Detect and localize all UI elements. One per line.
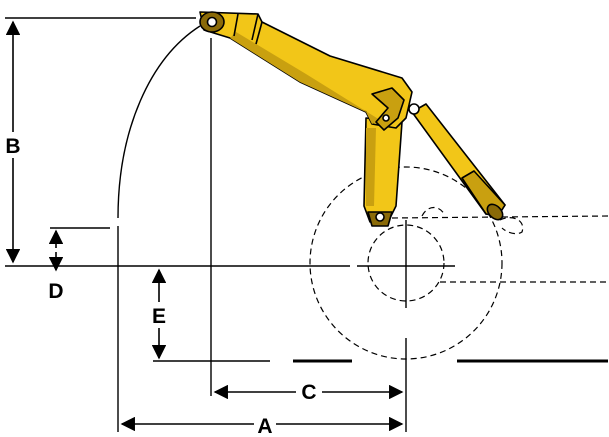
ripper-shank-shade: [366, 128, 376, 206]
dimension-arrows: [5, 20, 404, 432]
dimension-labels: B D E C A: [5, 135, 316, 437]
drive-sprocket-circle: [309, 166, 503, 360]
dimension-e-label: E: [152, 305, 166, 328]
tractor-outline: [309, 166, 609, 360]
lift-cylinder-pin: [408, 103, 420, 115]
arm-band-3: [255, 21, 263, 45]
ripper-assembly: [199, 11, 506, 227]
main-arm: [199, 11, 413, 129]
arm-band-2: [251, 13, 259, 41]
dimension-d-label: D: [48, 280, 63, 303]
track-top-dashed: [391, 215, 609, 219]
main-arm-shade: [230, 32, 380, 124]
dimension-b-label: B: [5, 135, 20, 158]
arm-band-1: [233, 13, 239, 37]
idler-circle: [367, 224, 445, 302]
dimension-a-label: A: [257, 415, 272, 437]
swing-arc: [117, 25, 201, 219]
lift-cylinder-end-cap: [486, 203, 504, 221]
bracket-pin: [382, 114, 390, 122]
pin-puller-bracket: [371, 87, 405, 131]
upper-pivot-pin: [206, 16, 218, 28]
dimension-c-label: C: [301, 381, 316, 404]
tractor-hitch-dashed: [421, 206, 524, 235]
ripper-tip-pin: [375, 212, 385, 222]
